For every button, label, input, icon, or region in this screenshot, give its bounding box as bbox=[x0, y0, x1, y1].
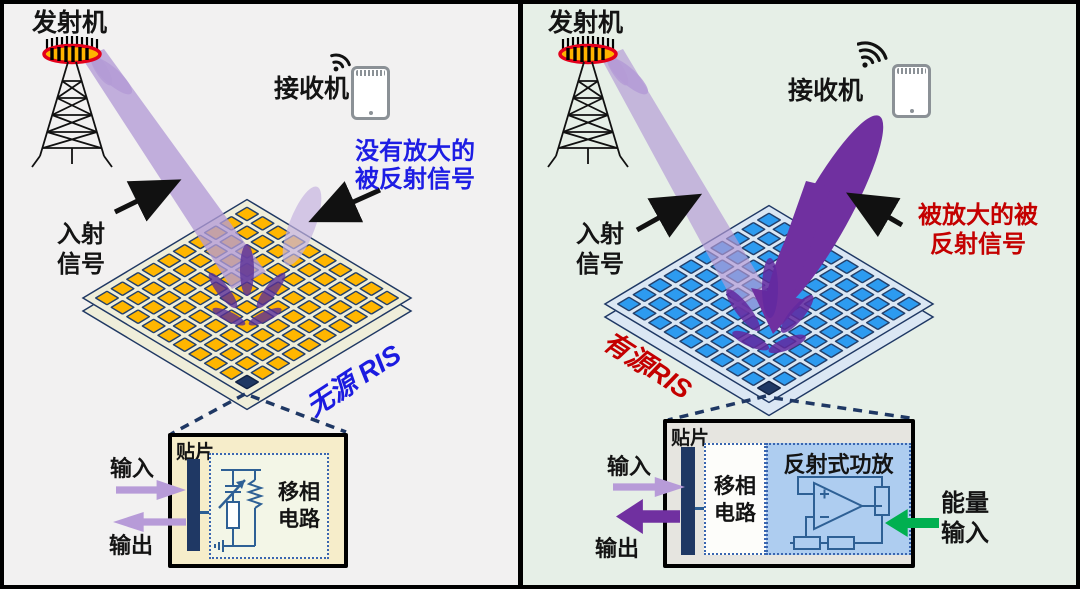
panel-divider bbox=[518, 0, 523, 589]
transmitter-tower-icon bbox=[31, 36, 113, 168]
receiver-phone-icon bbox=[892, 64, 931, 118]
phase-circuit-label-line1: 移相 bbox=[278, 481, 320, 504]
energy-label-line2: 输入 bbox=[941, 520, 989, 547]
varactor-circuit-icon bbox=[214, 469, 265, 552]
opamp-circuit-icon bbox=[790, 476, 890, 550]
reflection-amplifier-box: 反射式功放 bbox=[766, 443, 911, 555]
active-ris-panel: 发射机 bbox=[523, 4, 1076, 585]
unamplified-signal-label-line1: 没有放大的 bbox=[355, 138, 475, 165]
phase-circuit-label-line2: 电路 bbox=[714, 502, 756, 525]
output-label: 输出 bbox=[595, 536, 640, 561]
active-element-inset: 贴片 移相 电路 反射式功放 bbox=[663, 419, 915, 568]
incident-signal-label-line2: 信号 bbox=[576, 251, 624, 278]
transmitter-label: 发射机 bbox=[32, 9, 108, 37]
reflection-amplifier-label: 反射式功放 bbox=[783, 452, 894, 477]
amplified-signal-label-line1: 被放大的被 bbox=[918, 202, 1038, 229]
active-beams-overlay bbox=[601, 49, 911, 422]
energy-label-line1: 能量 bbox=[941, 490, 989, 517]
wifi-icon bbox=[857, 41, 888, 68]
incident-signal-label-line1: 入射 bbox=[57, 221, 105, 248]
patch-bar bbox=[681, 447, 695, 555]
patch-label: 贴片 bbox=[671, 428, 710, 449]
wifi-icon bbox=[330, 53, 351, 72]
unamplified-signal-label-line2: 被反射信号 bbox=[355, 166, 475, 193]
receiver-label: 接收机 bbox=[274, 75, 350, 103]
patch-bar bbox=[187, 459, 200, 551]
phase-circuit-label-line1: 移相 bbox=[714, 475, 756, 498]
input-label: 输入 bbox=[110, 456, 155, 481]
patch-label: 贴片 bbox=[176, 442, 215, 463]
input-label: 输入 bbox=[607, 454, 652, 479]
amplified-signal-label-line2: 反射信号 bbox=[930, 231, 1026, 258]
transmitter-tower-icon bbox=[547, 36, 629, 168]
patch-wire bbox=[200, 511, 209, 514]
incident-signal-label-line1: 入射 bbox=[576, 221, 624, 248]
phase-circuit-label-line2: 电路 bbox=[278, 508, 320, 531]
passive-element-inset: 贴片 bbox=[168, 433, 348, 568]
passive-ris-panel: 发射机 bbox=[4, 4, 518, 585]
phase-shift-circuit-box: 移相 电路 bbox=[209, 453, 329, 559]
receiver-label: 接收机 bbox=[788, 77, 864, 105]
receiver-phone-icon bbox=[351, 66, 390, 120]
phase-shift-circuit-box: 移相 电路 bbox=[704, 443, 766, 555]
incident-signal-label-line2: 信号 bbox=[57, 251, 105, 278]
passive-beams-overlay bbox=[82, 49, 382, 436]
transmitter-label: 发射机 bbox=[548, 9, 624, 37]
patch-wire bbox=[695, 507, 704, 510]
output-label: 输出 bbox=[109, 533, 154, 558]
